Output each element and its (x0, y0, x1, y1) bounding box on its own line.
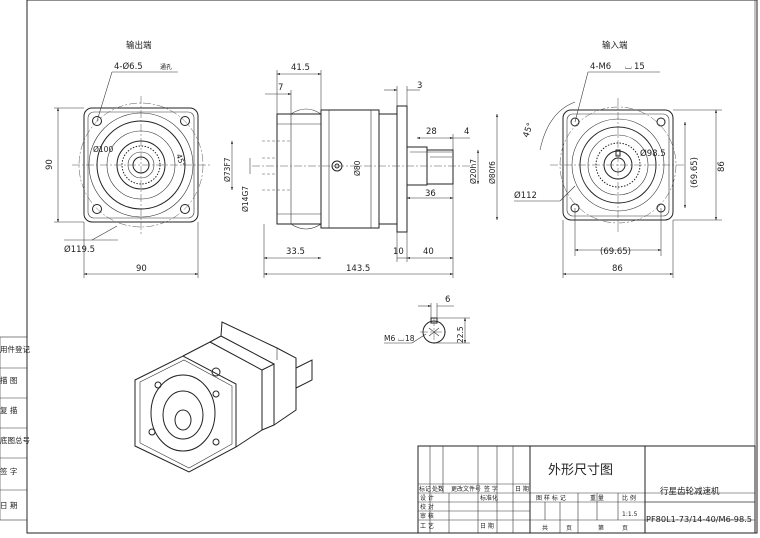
dim-spigot-dia: Ø80f6 (488, 161, 497, 184)
output-end-view: 输出端 4-Ø6.5 通孔 Ø100 45° Ø119.5 (45, 40, 210, 278)
dim-length: 33.5 (286, 247, 305, 257)
dim-bore-dia: Ø14G7 (241, 186, 250, 212)
model-number: PF80L1-73/14-40/M6-98.5 (646, 515, 752, 524)
dim-width: 86 (612, 264, 623, 274)
role-label: 设 计 (420, 494, 434, 502)
isometric-view (134, 321, 313, 473)
dim-outer-dia: Ø112 (514, 190, 537, 201)
sheet-label: 共 (542, 524, 548, 532)
dim-angle: 45° (174, 153, 187, 169)
sheet-border (26, 0, 758, 534)
dim-angle: 45° (521, 121, 536, 139)
dim-length: 36 (425, 189, 436, 199)
sheet-label: 页 (622, 525, 628, 532)
role-label: 校 对 (420, 503, 434, 511)
dim-length: 3 (417, 81, 422, 91)
sheet-label: 页 (566, 525, 572, 532)
dim-total-length: 143.5 (346, 264, 370, 274)
std-label: 标准化 (480, 494, 498, 502)
dim-callout-depth: 15 (634, 62, 645, 72)
role-label: 审 核 (420, 512, 434, 520)
dim-height: 90 (45, 159, 55, 170)
rev-header: 日 期 (515, 485, 529, 493)
dim-width: 90 (136, 264, 147, 274)
dim-callout-threads: 4-M6 (590, 62, 611, 72)
dim-callout-note: 通孔 (160, 63, 172, 71)
strip-label: 用件登记 (0, 344, 30, 354)
dim-thread-depth-symbol: ⌴ (398, 334, 404, 343)
product-name: 行星齿轮减速机 (660, 486, 720, 497)
dim-inner-dia: Ø100 (93, 145, 113, 154)
strip-label: 签 字 (0, 466, 17, 476)
dim-length: 40 (423, 247, 434, 257)
strip-label: 描 图 (0, 375, 17, 385)
strip-label: 日 期 (0, 501, 17, 510)
dim-callout-depth-symbol: ⌴ (625, 62, 632, 72)
dim-hole-spacing: (69.65) (690, 157, 700, 188)
drawing-title: 外形尺寸图 (548, 463, 613, 478)
title-block: 标记 处数 更改文件号 签 字 日 期 设 计 校 对 审 核 工 艺 标准化 … (417, 445, 756, 534)
view-label: 输入端 (602, 40, 628, 51)
shaft-section-view: 6 22.5 M6 ⌴ 18 (384, 295, 470, 346)
dim-length: 10 (393, 247, 404, 257)
dim-key-depth: 22.5 (456, 326, 465, 343)
dim-housing-dia: Ø80 (353, 160, 362, 176)
dim-key-width: 6 (445, 295, 450, 305)
dim-hole-spacing: (69.65) (600, 247, 631, 257)
dim-shaft-dia: Ø20h7 (469, 159, 478, 184)
dim-length: 41.5 (291, 63, 310, 73)
rev-header: 更改文件号 (451, 485, 481, 493)
stage-header: 图 样 标 记 (536, 494, 566, 502)
left-record-strip: 用件登记 描 图 复 描 底图总号 签 字 日 期 (0, 336, 30, 521)
strip-label: 复 描 (0, 405, 18, 415)
dim-length: 28 (426, 127, 437, 137)
dim-bolt-circle: Ø119.5 (64, 244, 95, 255)
rev-header: 处数 (432, 485, 444, 493)
scale-value: 1:1.5 (622, 511, 638, 518)
dim-callout-holes: 4-Ø6.5 (114, 61, 143, 72)
sheet-label: 第 (598, 524, 604, 532)
dim-thread: M6 (384, 334, 395, 343)
dim-thread-depth: 18 (405, 334, 415, 343)
dim-height: 86 (717, 161, 727, 172)
side-view: 41.5 7 3 28 4 36 Ø20h7 Ø80f6 Ø73F7 Ø14G7… (223, 63, 498, 278)
rev-header: 签 字 (484, 485, 498, 493)
input-end-view: 输入端 4-M6 ⌴ 15 45° Ø98.5 (69.65) 86 (514, 40, 727, 278)
dim-length: 7 (278, 83, 283, 93)
stage-header: 重 量 (590, 494, 604, 502)
dim-pcd: Ø98.5 (640, 148, 666, 159)
date-label: 日 期 (480, 522, 494, 530)
strip-label: 底图总号 (0, 435, 30, 445)
role-label: 工 艺 (420, 522, 434, 530)
view-label: 输出端 (126, 40, 152, 51)
stage-header: 比 例 (622, 494, 636, 502)
dim-length: 4 (464, 127, 469, 137)
dim-bore-dia: Ø73F7 (223, 157, 232, 182)
rev-header: 标记 (419, 485, 431, 493)
